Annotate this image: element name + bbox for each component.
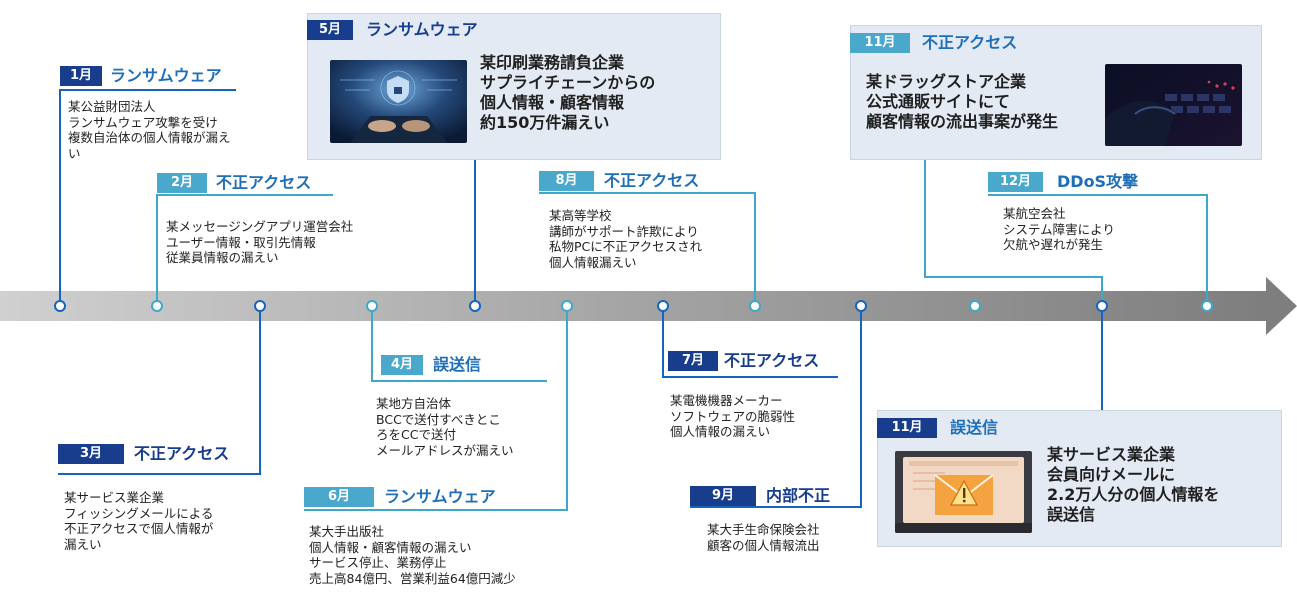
node-may — [469, 300, 481, 312]
month-badge-dec: 12月 — [988, 172, 1043, 192]
description-feb: 某メッセージングアプリ運営会社 ユーザー情報・取引先情報 従業員情報の漏えい — [166, 219, 354, 265]
category-dec: DDoS攻撃 — [1057, 172, 1139, 191]
node-nov — [1096, 300, 1108, 312]
connector-jul — [662, 306, 838, 378]
node-oct — [969, 300, 981, 312]
connector-feb — [156, 194, 333, 306]
month-badge-may: 5月 — [307, 20, 353, 40]
connector-nov-a — [924, 160, 1103, 306]
month-badge-nov-a: 11月 — [850, 33, 910, 53]
month-badge-nov-b: 11月 — [877, 418, 937, 438]
node-dec — [1201, 300, 1213, 312]
connector-sep — [690, 306, 862, 508]
month-badge-jun: 6月 — [304, 487, 374, 507]
node-feb — [151, 300, 163, 312]
connector-jun — [304, 306, 568, 511]
description-jul: 某電機機器メーカー ソフトウェアの脆弱性 個人情報の漏えい — [670, 393, 796, 439]
month-badge-mar: 3月 — [58, 444, 124, 464]
connector-jan — [59, 89, 236, 306]
category-sep: 内部不正 — [766, 486, 831, 505]
category-nov-a: 不正アクセス — [922, 33, 1018, 52]
month-badge-apr: 4月 — [381, 355, 423, 375]
month-badge-jan: 1月 — [60, 66, 102, 86]
timeline-bar — [0, 277, 1297, 335]
connector-aug — [539, 192, 756, 306]
node-aug — [749, 300, 761, 312]
description-apr: 某地方自治体 BCCで送付すべきとこ ろをCCで送付 メールアドレスが漏えい — [376, 396, 514, 458]
node-jun — [561, 300, 573, 312]
category-may: ランサムウェア — [366, 20, 478, 39]
category-feb: 不正アクセス — [216, 173, 312, 192]
description-nov-b: 某サービス業企業 会員向けメールに 2.2万人分の個人情報を 誤送信 — [1047, 445, 1220, 524]
description-jan: 某公益財団法人 ランサムウェア攻撃を受け 複数自治体の個人情報が漏え い — [68, 99, 231, 161]
description-sep: 某大手生命保険会社 顧客の個人情報流出 — [707, 522, 820, 553]
hacker-keyboard-image — [1105, 64, 1242, 146]
month-badge-sep: 9月 — [690, 486, 756, 506]
category-jan: ランサムウェア — [110, 66, 222, 85]
category-mar: 不正アクセス — [134, 444, 230, 463]
node-sep — [855, 300, 867, 312]
node-jan — [54, 300, 66, 312]
description-may: 某印刷業務請負企業 サプライチェーンからの 個人情報・顧客情報 約150万件漏え… — [480, 53, 656, 132]
node-jul — [657, 300, 669, 312]
description-jun: 某大手出版社 個人情報・顧客情報の漏えい サービス停止、業務停止 売上高84億円… — [309, 524, 516, 586]
month-badge-jul: 7月 — [668, 351, 718, 371]
category-nov-b: 誤送信 — [950, 418, 999, 437]
category-aug: 不正アクセス — [604, 171, 700, 190]
connector-mar — [58, 306, 261, 475]
category-apr: 誤送信 — [433, 355, 482, 374]
category-jul: 不正アクセス — [724, 351, 820, 370]
cyber-security-image — [330, 60, 467, 143]
node-apr — [366, 300, 378, 312]
connector-apr — [371, 306, 547, 382]
description-mar: 某サービス業企業 フィッシングメールによる 不正アクセスで個人情報が 漏えい — [64, 490, 214, 552]
description-nov-a: 某ドラッグストア企業 公式通販サイトにて 顧客情報の流出事案が発生 — [866, 72, 1059, 131]
month-badge-aug: 8月 — [539, 171, 594, 191]
category-jun: ランサムウェア — [384, 487, 496, 506]
month-badge-feb: 2月 — [157, 173, 207, 193]
node-mar — [254, 300, 266, 312]
connector-dec — [988, 194, 1208, 306]
description-dec: 某航空会社 システム障害により 欠航や遅れが発生 — [1003, 206, 1115, 252]
email-warning-image — [895, 451, 1032, 533]
description-aug: 某高等学校 講師がサポート詐欺により 私物PCに不正アクセスされ 個人情報漏えい — [549, 208, 703, 270]
